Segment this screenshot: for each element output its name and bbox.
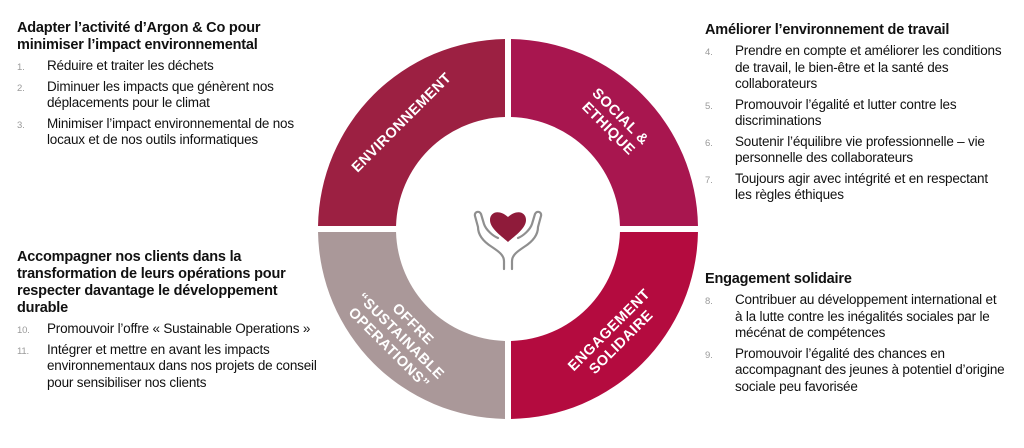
list-item: 9. Promouvoir l’égalité des chances en ac… (705, 346, 1005, 396)
item-text: Promouvoir l’offre « Sustainable Operati… (47, 321, 311, 336)
segment-env (318, 39, 506, 227)
list-item: 4. Prendre en compte et améliorer les con… (705, 43, 1005, 93)
list-item: 10. Promouvoir l’offre « Sustainable Oper… (17, 321, 317, 338)
item-text: Soutenir l’équilibre vie professionnelle… (735, 133, 985, 166)
item-number: 1. (17, 62, 25, 73)
right-hand-icon (510, 210, 543, 271)
heart-icon (490, 212, 526, 242)
item-number: 10. (17, 325, 30, 336)
list-item: 2. Diminuer les impacts que génèrent nos … (17, 79, 322, 112)
item-text: Réduire et traiter les déchets (47, 58, 214, 73)
list-item: 7. Toujours agir avec intégrité et en res… (705, 171, 1005, 204)
list-item: 11. Intégrer et mettre en avant les impac… (17, 342, 317, 392)
item-number: 2. (17, 82, 25, 94)
item-number: 6. (705, 137, 713, 149)
left-hand-icon (473, 210, 506, 271)
list-item: 1. Réduire et traiter les déchets (17, 58, 322, 75)
section-heading: Améliorer l’environnement de travail (705, 22, 950, 38)
item-number: 8. (705, 296, 713, 307)
item-text: Prendre en compte et améliorer les condi… (735, 43, 1002, 91)
section-environment: Adapter l’activité d’Argon & Co pour min… (17, 20, 322, 153)
item-number: 3. (17, 119, 25, 131)
list-item: 3. Minimiser l’impact environnemental de … (17, 116, 322, 149)
section-clients: Accompagner nos clients dans la transfor… (17, 249, 317, 395)
section-heading: Adapter l’activité d’Argon & Co pour min… (17, 20, 261, 53)
item-text: Minimiser l’impact environnemental de no… (47, 115, 294, 148)
item-text: Promouvoir l’égalité et lutter contre le… (735, 96, 957, 129)
section-work-environment: Améliorer l’environnement de travail 4. P… (705, 22, 1005, 208)
segment-offre (318, 231, 506, 419)
item-number: 5. (705, 100, 713, 112)
item-text: Contribuer au développement internationa… (735, 292, 997, 340)
section-heading: Engagement solidaire (705, 271, 852, 287)
item-text: Diminuer les impacts que génèrent nos dé… (47, 78, 274, 111)
wheel-segments (318, 39, 698, 419)
segment-engagement (510, 231, 698, 419)
item-text: Intégrer et mettre en avant les impacts … (47, 341, 317, 390)
item-number: 7. (705, 174, 713, 186)
segment-social (510, 39, 698, 227)
item-number: 4. (705, 47, 713, 58)
list-item: 6. Soutenir l’équilibre vie professionnel… (705, 134, 1005, 167)
list-item: 8. Contribuer au développement internatio… (705, 292, 1005, 342)
item-text: Promouvoir l’égalité des chances en acco… (735, 345, 1005, 394)
list-item: 5. Promouvoir l’égalité et lutter contre … (705, 97, 1005, 130)
heart-hands-icon (473, 210, 543, 271)
item-number: 9. (705, 349, 713, 361)
item-text: Toujours agir avec intégrité et en respe… (735, 170, 988, 203)
section-heading: Accompagner nos clients dans la transfor… (17, 249, 286, 316)
item-number: 11. (17, 345, 29, 357)
section-solidarity: Engagement solidaire 8. Contribuer au dév… (705, 271, 1005, 399)
